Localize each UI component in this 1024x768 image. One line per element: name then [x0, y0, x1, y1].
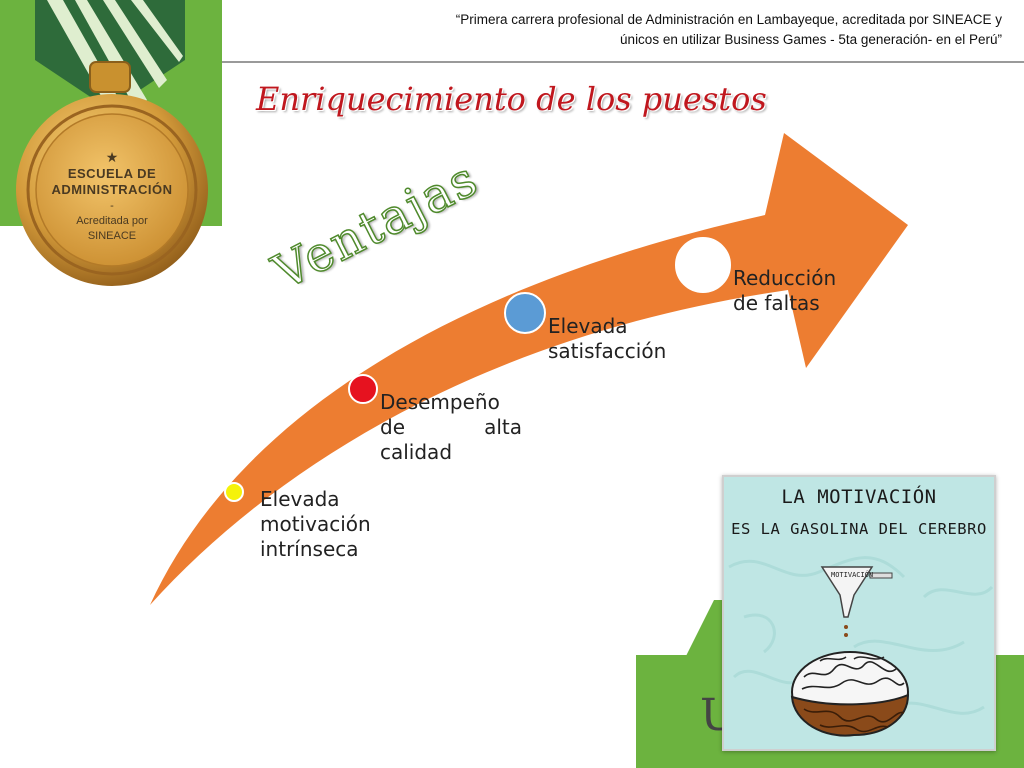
poster-line-1: LA MOTIVACIÓN: [781, 486, 937, 508]
medal-line-5: SINEACE: [87, 230, 137, 242]
medal-line-1: ESCUELA DE: [67, 166, 157, 181]
motivation-poster: LA MOTIVACIÓN ES LA GASOLINA DEL CEREBRO…: [722, 475, 996, 751]
step-label-4: Reducción de faltas: [733, 266, 836, 316]
step-2-line-3: calidad: [380, 440, 453, 464]
poster-illustration: [728, 556, 994, 737]
header-quote-line-1: “Primera carrera profesional de Administ…: [455, 12, 1002, 27]
header-quote-line-2: únicos en utilizar Business Games - 5ta …: [620, 32, 1002, 47]
funnel-label: MOTIVACIÓN: [831, 571, 874, 579]
medal-line-3: -: [110, 200, 114, 212]
step-3-line-1: Elevada: [548, 314, 628, 338]
step-1-line-2: motivación: [260, 512, 371, 536]
star-icon: ★: [105, 149, 119, 165]
step-1-line-3: intrínseca: [260, 537, 359, 561]
step-dot-3: [504, 292, 546, 334]
medal-line-4: Acreditada por: [76, 215, 148, 227]
medal-icon: [16, 94, 208, 286]
header-quote: “Primera carrera profesional de Administ…: [230, 10, 1002, 50]
medal-line-2: ADMINISTRACIÓN: [51, 182, 173, 197]
step-4-line-1: Reducción: [733, 266, 837, 290]
medal-label: ★ ESCUELA DE ADMINISTRACIÓN - Acreditada…: [20, 150, 204, 243]
step-1-line-1: Elevada: [260, 487, 340, 511]
step-dot-4: [675, 237, 731, 293]
step-label-1: Elevada motivación intrínseca: [260, 487, 371, 562]
funnel-icon: [820, 566, 893, 637]
step-label-3: Elevada satisfacción: [548, 314, 666, 364]
slide-title: Enriquecimiento de los puestos: [256, 80, 767, 118]
step-2-line-1: Desempeño: [380, 390, 500, 414]
step-2-line-2: de alta: [380, 415, 522, 439]
medal-ribbon: [35, 0, 185, 110]
step-dot-2: [348, 374, 378, 404]
step-4-line-2: de faltas: [733, 291, 820, 315]
poster-line-2: ES LA GASOLINA DEL CEREBRO: [731, 520, 987, 538]
step-3-line-2: satisfacción: [548, 339, 667, 363]
poster-caption: LA MOTIVACIÓN ES LA GASOLINA DEL CEREBRO: [724, 481, 994, 545]
step-dot-1: [224, 482, 244, 502]
header-divider: [222, 61, 1024, 63]
step-label-2: Desempeño de alta calidad: [380, 390, 522, 465]
brain-icon: [790, 651, 910, 737]
